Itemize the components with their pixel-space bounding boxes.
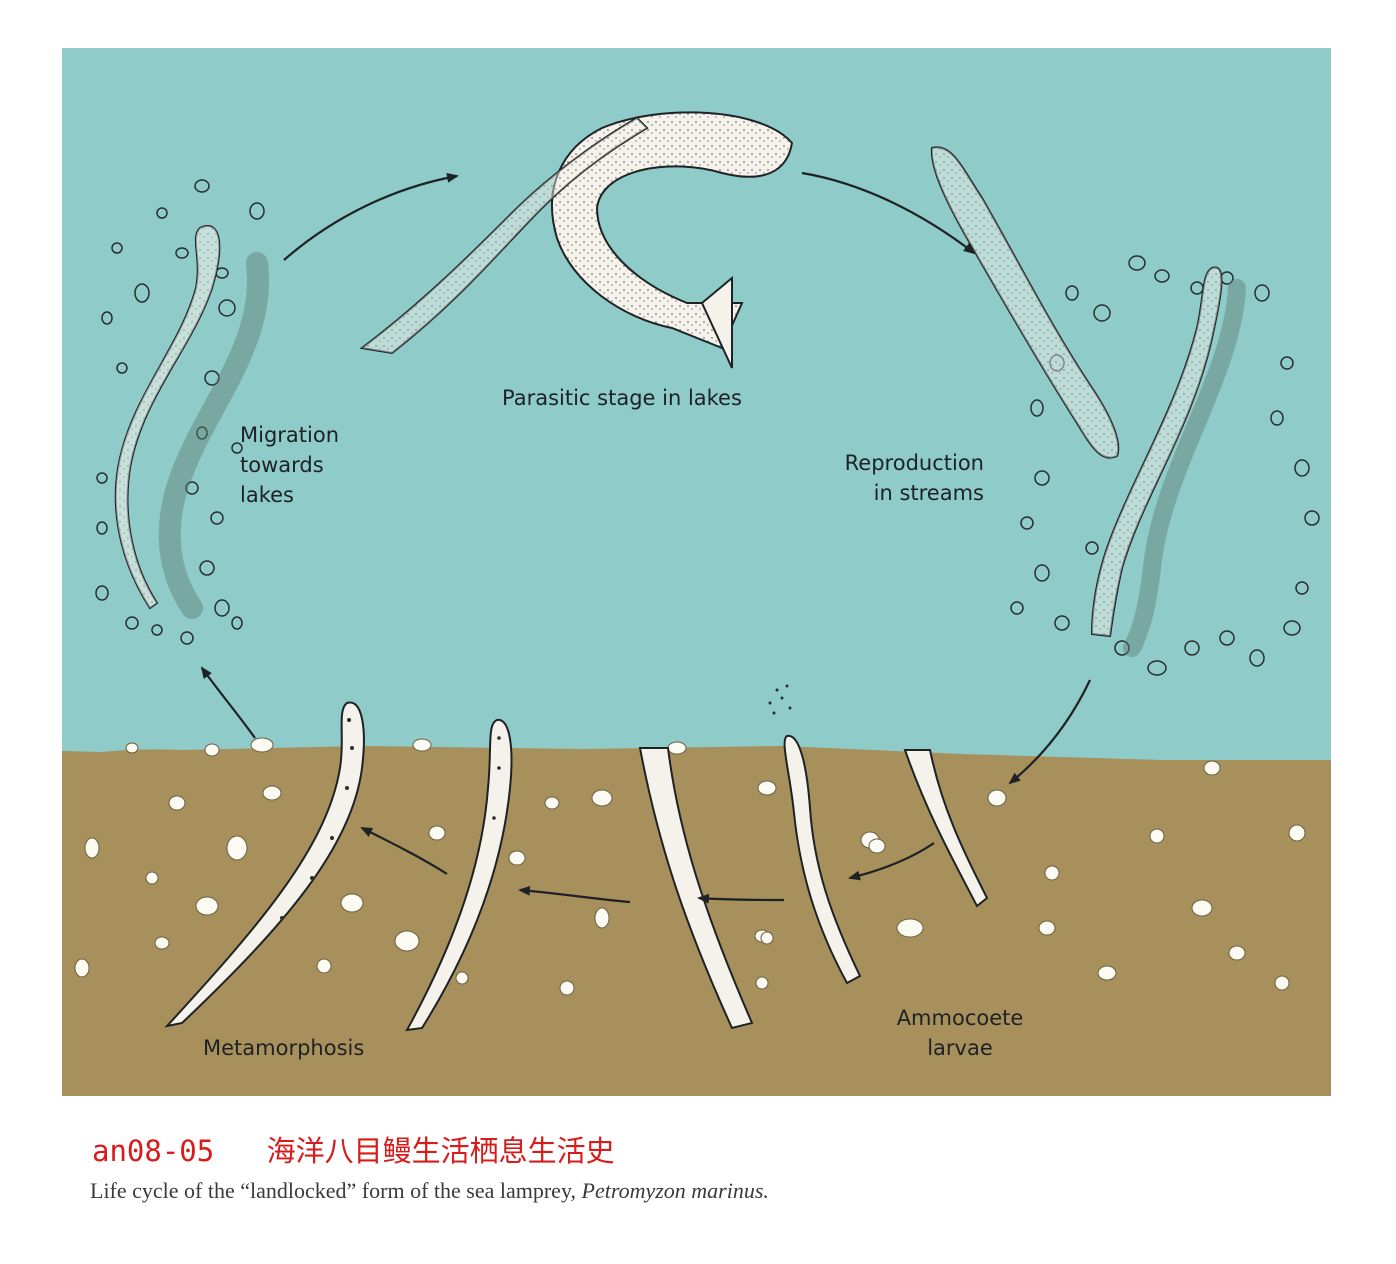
- arrow-parasitic-to-reproduction: [801, 171, 976, 255]
- burrowing-larvae: [164, 701, 989, 1032]
- arrow-metamorphosis-to-migration: [200, 666, 256, 739]
- label-migration: Migration towards lakes: [240, 423, 340, 507]
- larva-spots: [280, 684, 792, 920]
- arrow-larvae-2-to-1: [697, 893, 785, 904]
- migration-shadow: [158, 252, 270, 619]
- label-parasitic-stage: Parasitic stage in lakes: [502, 386, 742, 410]
- arrow-reproduction-to-larvae: [1008, 679, 1091, 785]
- pebbles: [74, 737, 1306, 996]
- larva-young-adult: [405, 718, 513, 1032]
- larva-metamorphosing: [164, 701, 365, 1028]
- arrow-larvae-1-to-young: [518, 885, 631, 904]
- larva-burrowed-2: [783, 734, 862, 985]
- label-reproduction: Reproduction in streams: [844, 451, 984, 505]
- cycle-arrows: [200, 171, 1091, 904]
- chinese-title: 海洋八目鳗生活栖息生活史: [266, 1134, 615, 1168]
- figure-caption: Life cycle of the “landlocked” form of t…: [90, 1178, 769, 1204]
- larva-burrowed-3: [903, 749, 989, 908]
- reproduction-shadow: [1123, 279, 1246, 657]
- arrow-young-to-metamorphosis: [360, 827, 448, 875]
- attached-lamprey: [359, 116, 649, 355]
- gravel-ring-right: [1010, 255, 1320, 676]
- arrow-migration-to-parasitic: [283, 172, 459, 261]
- arrow-larvae-3-to-2: [848, 842, 935, 881]
- life-cycle-illustration: Parasitic stage in lakes Migration towar…: [62, 48, 1331, 1096]
- label-metamorphosis: Metamorphosis: [203, 1036, 365, 1060]
- caption-text: Life cycle of the “landlocked” form of t…: [90, 1178, 577, 1203]
- figure-code: an08-05: [92, 1134, 215, 1168]
- label-ammocoete-larvae: Ammocoete larvae: [896, 1006, 1024, 1060]
- spawning-lamprey-2: [1090, 266, 1223, 638]
- spawning-lamprey-1: [930, 146, 1120, 459]
- figure-code-line: an08-05 海洋八目鳗生活栖息生活史: [92, 1128, 615, 1170]
- gravel-ring-left: [95, 179, 265, 645]
- species-name: Petromyzon marinus.: [581, 1178, 769, 1203]
- larva-burrowed-1: [638, 747, 754, 1030]
- life-cycle-drawing: [62, 111, 1331, 1096]
- trout-tail-fin: [700, 275, 733, 369]
